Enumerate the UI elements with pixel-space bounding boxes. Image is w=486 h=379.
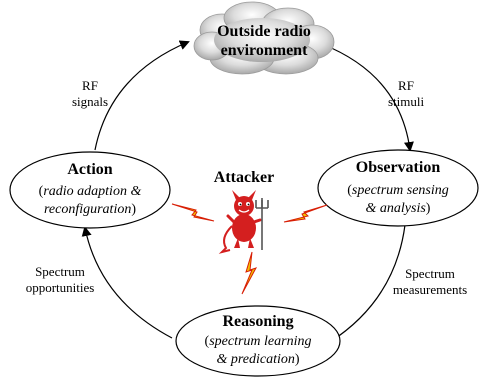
edge-label-spectrum-measurements-line2: measurements (393, 282, 467, 297)
edge-label-rf-signals-line2: signals (72, 94, 108, 109)
devil-attacker-icon (218, 190, 269, 254)
edge-label-spectrum-opportunities-line1: Spectrum (35, 264, 85, 279)
arc-reasoning-to-action (81, 226, 173, 339)
edge-label-rf-signals-line1: RF (82, 78, 98, 93)
action-description-line2: reconfiguration) (44, 202, 136, 217)
action-title: Action (67, 161, 112, 178)
edge-label-spectrum-measurements-line1: Spectrum (405, 266, 455, 281)
arc-action-to-environment (94, 40, 190, 151)
environment-label-line1: Outside radio (217, 23, 311, 40)
lightning-bolt-icon-left (171, 203, 215, 222)
arc-observation-to-reasoning (328, 224, 406, 344)
observation-title: Observation (356, 159, 441, 176)
reasoning-title: Reasoning (222, 313, 293, 330)
reasoning-description-line1: (spectrum learning (205, 334, 312, 349)
observation-node: Observation (spectrum sensing & analysis… (317, 149, 479, 227)
reasoning-description-line2: & predication) (216, 352, 299, 367)
environment-cloud: Outside radio environment (193, 1, 335, 75)
action-description-line1: (radio adaption & (39, 184, 142, 199)
attacker-label: Attacker (214, 169, 274, 186)
environment-label-line2: environment (221, 42, 308, 59)
action-node: Action (radio adaption & reconfiguration… (9, 151, 171, 229)
edge-label-rf-stimuli-line1: RF (398, 78, 414, 93)
arc-environment-to-observation (321, 43, 414, 152)
observation-description-line2: & analysis) (366, 201, 431, 216)
lightning-bolt-icon-bottom (241, 251, 258, 295)
observation-description-line1: (spectrum sensing (347, 183, 449, 198)
reasoning-node: Reasoning (spectrum learning & predicati… (175, 305, 341, 377)
lightning-bolt-icon-right (283, 204, 328, 223)
edge-label-rf-stimuli-line2: stimuli (388, 94, 425, 109)
edge-label-spectrum-opportunities-line2: opportunities (26, 280, 95, 295)
